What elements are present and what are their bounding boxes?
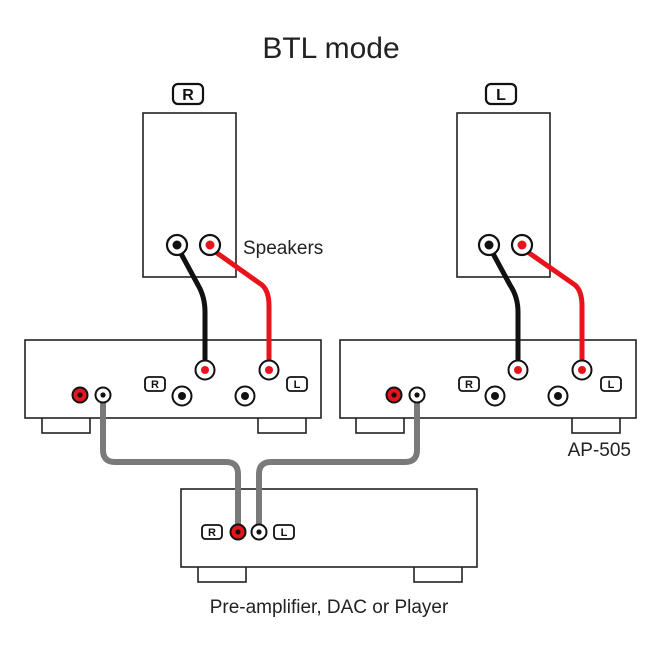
amp-left-r-negative-terminal xyxy=(484,385,506,407)
source-rca-white-output xyxy=(250,523,268,541)
amp-left-r-badge-label: R xyxy=(465,379,473,391)
source-rca-red-output xyxy=(229,523,247,541)
amp-foot xyxy=(41,416,91,434)
speaker-right-positive-terminal xyxy=(198,233,222,257)
source-chassis xyxy=(180,488,478,568)
amp-right-l-badge: L xyxy=(286,376,308,392)
speakers-label: Speakers xyxy=(243,238,323,259)
signal-cable-right xyxy=(100,395,241,530)
amp-foot xyxy=(257,416,307,434)
amplifier-model-label: AP-505 xyxy=(568,440,631,461)
amp-right-l-negative-terminal xyxy=(234,385,256,407)
speaker-left-badge: L xyxy=(484,82,518,106)
speaker-wire-left-positive xyxy=(519,245,585,372)
speaker-wire-left-negative xyxy=(487,245,521,372)
amp-left-r-badge: R xyxy=(458,376,480,392)
amp-right-r-badge-label: R xyxy=(151,379,159,391)
source-r-badge: R xyxy=(201,524,223,540)
speaker-right-badge: R xyxy=(171,82,205,106)
amp-left-rca-white-input xyxy=(408,386,426,404)
diagram-title: BTL mode xyxy=(262,32,399,65)
speaker-wire-right-positive xyxy=(207,245,272,372)
source-r-badge-label: R xyxy=(208,527,216,539)
amplifier-left-channel xyxy=(339,339,637,434)
source-component xyxy=(180,488,478,583)
source-l-badge: L xyxy=(273,524,295,540)
amp-left-l-negative-terminal xyxy=(547,385,569,407)
speaker-left-positive-terminal xyxy=(510,233,534,257)
source-label: Pre-amplifier, DAC or Player xyxy=(210,597,449,618)
signal-cable-left xyxy=(256,395,420,530)
source-foot xyxy=(197,565,247,583)
amplifier-right-channel xyxy=(24,339,322,434)
amp-right-l-badge-label: L xyxy=(294,379,301,391)
amp-left-l-badge-label: L xyxy=(608,379,615,391)
amp-right-l-positive-terminal xyxy=(258,359,280,381)
amp-foot xyxy=(571,416,621,434)
source-foot xyxy=(413,565,463,583)
amp-chassis xyxy=(24,339,322,419)
amp-chassis xyxy=(339,339,637,419)
speaker-right xyxy=(142,112,237,278)
amp-right-rca-red-input xyxy=(71,386,89,404)
source-l-badge-label: L xyxy=(281,527,288,539)
speaker-left-negative-terminal xyxy=(477,233,501,257)
amp-left-rca-red-input xyxy=(385,386,403,404)
amp-right-r-positive-terminal xyxy=(194,359,216,381)
speaker-wire-right-negative xyxy=(175,245,208,372)
speaker-left xyxy=(456,112,551,278)
amp-foot xyxy=(355,416,405,434)
amp-right-r-badge: R xyxy=(144,376,166,392)
amp-left-l-badge: L xyxy=(600,376,622,392)
amp-right-r-negative-terminal xyxy=(171,385,193,407)
speaker-right-negative-terminal xyxy=(165,233,189,257)
speaker-left-badge-label: L xyxy=(496,87,506,104)
amp-right-rca-white-input xyxy=(94,386,112,404)
amp-left-r-positive-terminal xyxy=(507,359,529,381)
speaker-right-badge-label: R xyxy=(182,87,194,104)
amp-left-l-positive-terminal xyxy=(571,359,593,381)
